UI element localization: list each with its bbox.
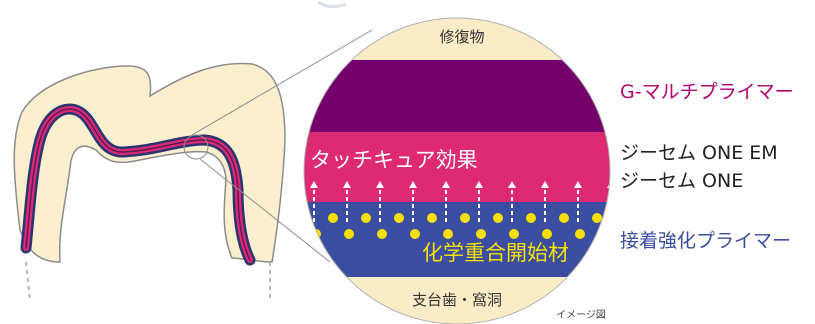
label-restoration: 修復物 xyxy=(439,28,484,46)
touch-cure-arrow-head xyxy=(541,181,549,188)
initiator-dot xyxy=(361,213,371,223)
initiator-dot xyxy=(476,229,486,239)
initiator-dot xyxy=(575,229,585,239)
initiator-dot xyxy=(394,213,404,223)
initiator-dot xyxy=(526,213,536,223)
initiator-dot xyxy=(410,229,420,239)
label-initiator: 化学重合開始材 xyxy=(422,241,569,265)
magnified-outline xyxy=(303,17,611,324)
initiator-dot xyxy=(608,229,610,239)
legend-cement-em: ジーセム ONE EM xyxy=(620,142,778,164)
legend-enhancer: 接着強化プライマー xyxy=(620,230,792,252)
layer-cement xyxy=(304,132,610,202)
initiator-dot xyxy=(509,229,519,239)
initiator-dot xyxy=(427,213,437,223)
tooth-illustration xyxy=(13,62,286,301)
touch-cure-arrow-head xyxy=(310,181,318,188)
initiator-dot xyxy=(592,213,602,223)
initiator-dot xyxy=(460,213,470,223)
touch-cure-arrow-head xyxy=(409,181,417,188)
initiator-dot xyxy=(542,229,552,239)
initiator-dot xyxy=(328,213,338,223)
layer-enhancer xyxy=(304,202,610,277)
legend-primer: G-マルチプライマー xyxy=(620,81,794,103)
initiator-dot xyxy=(344,229,354,239)
touch-cure-arrows xyxy=(310,181,610,222)
touch-cure-arrow-head xyxy=(574,181,582,188)
top-artifact xyxy=(317,0,347,9)
initiator-dot xyxy=(304,213,305,223)
initiator-dot xyxy=(559,213,569,223)
initiator-dot xyxy=(443,229,453,239)
zoom-indicator xyxy=(183,134,209,160)
touch-cure-arrow-head xyxy=(475,181,483,188)
legend-cement-one: ジーセム ONE xyxy=(620,170,744,192)
touch-cure-arrow-head xyxy=(376,181,384,188)
zoom-line-bottom xyxy=(199,158,331,263)
zoom-line-top xyxy=(191,29,373,136)
touch-cure-arrow-head xyxy=(508,181,516,188)
initiator-dot xyxy=(493,213,503,223)
touch-cure-arrow-head xyxy=(442,181,450,188)
caption-image: イメージ図 xyxy=(556,309,606,321)
label-touch-cure: タッチキュア効果 xyxy=(310,148,478,172)
tooth-band-center xyxy=(25,108,251,261)
touch-cure-arrow-head xyxy=(343,181,351,188)
root-line-left xyxy=(25,261,31,301)
initiator-dot xyxy=(377,229,387,239)
label-abutment: 支台歯・窩洞 xyxy=(412,291,502,309)
layer-primer xyxy=(304,60,610,132)
